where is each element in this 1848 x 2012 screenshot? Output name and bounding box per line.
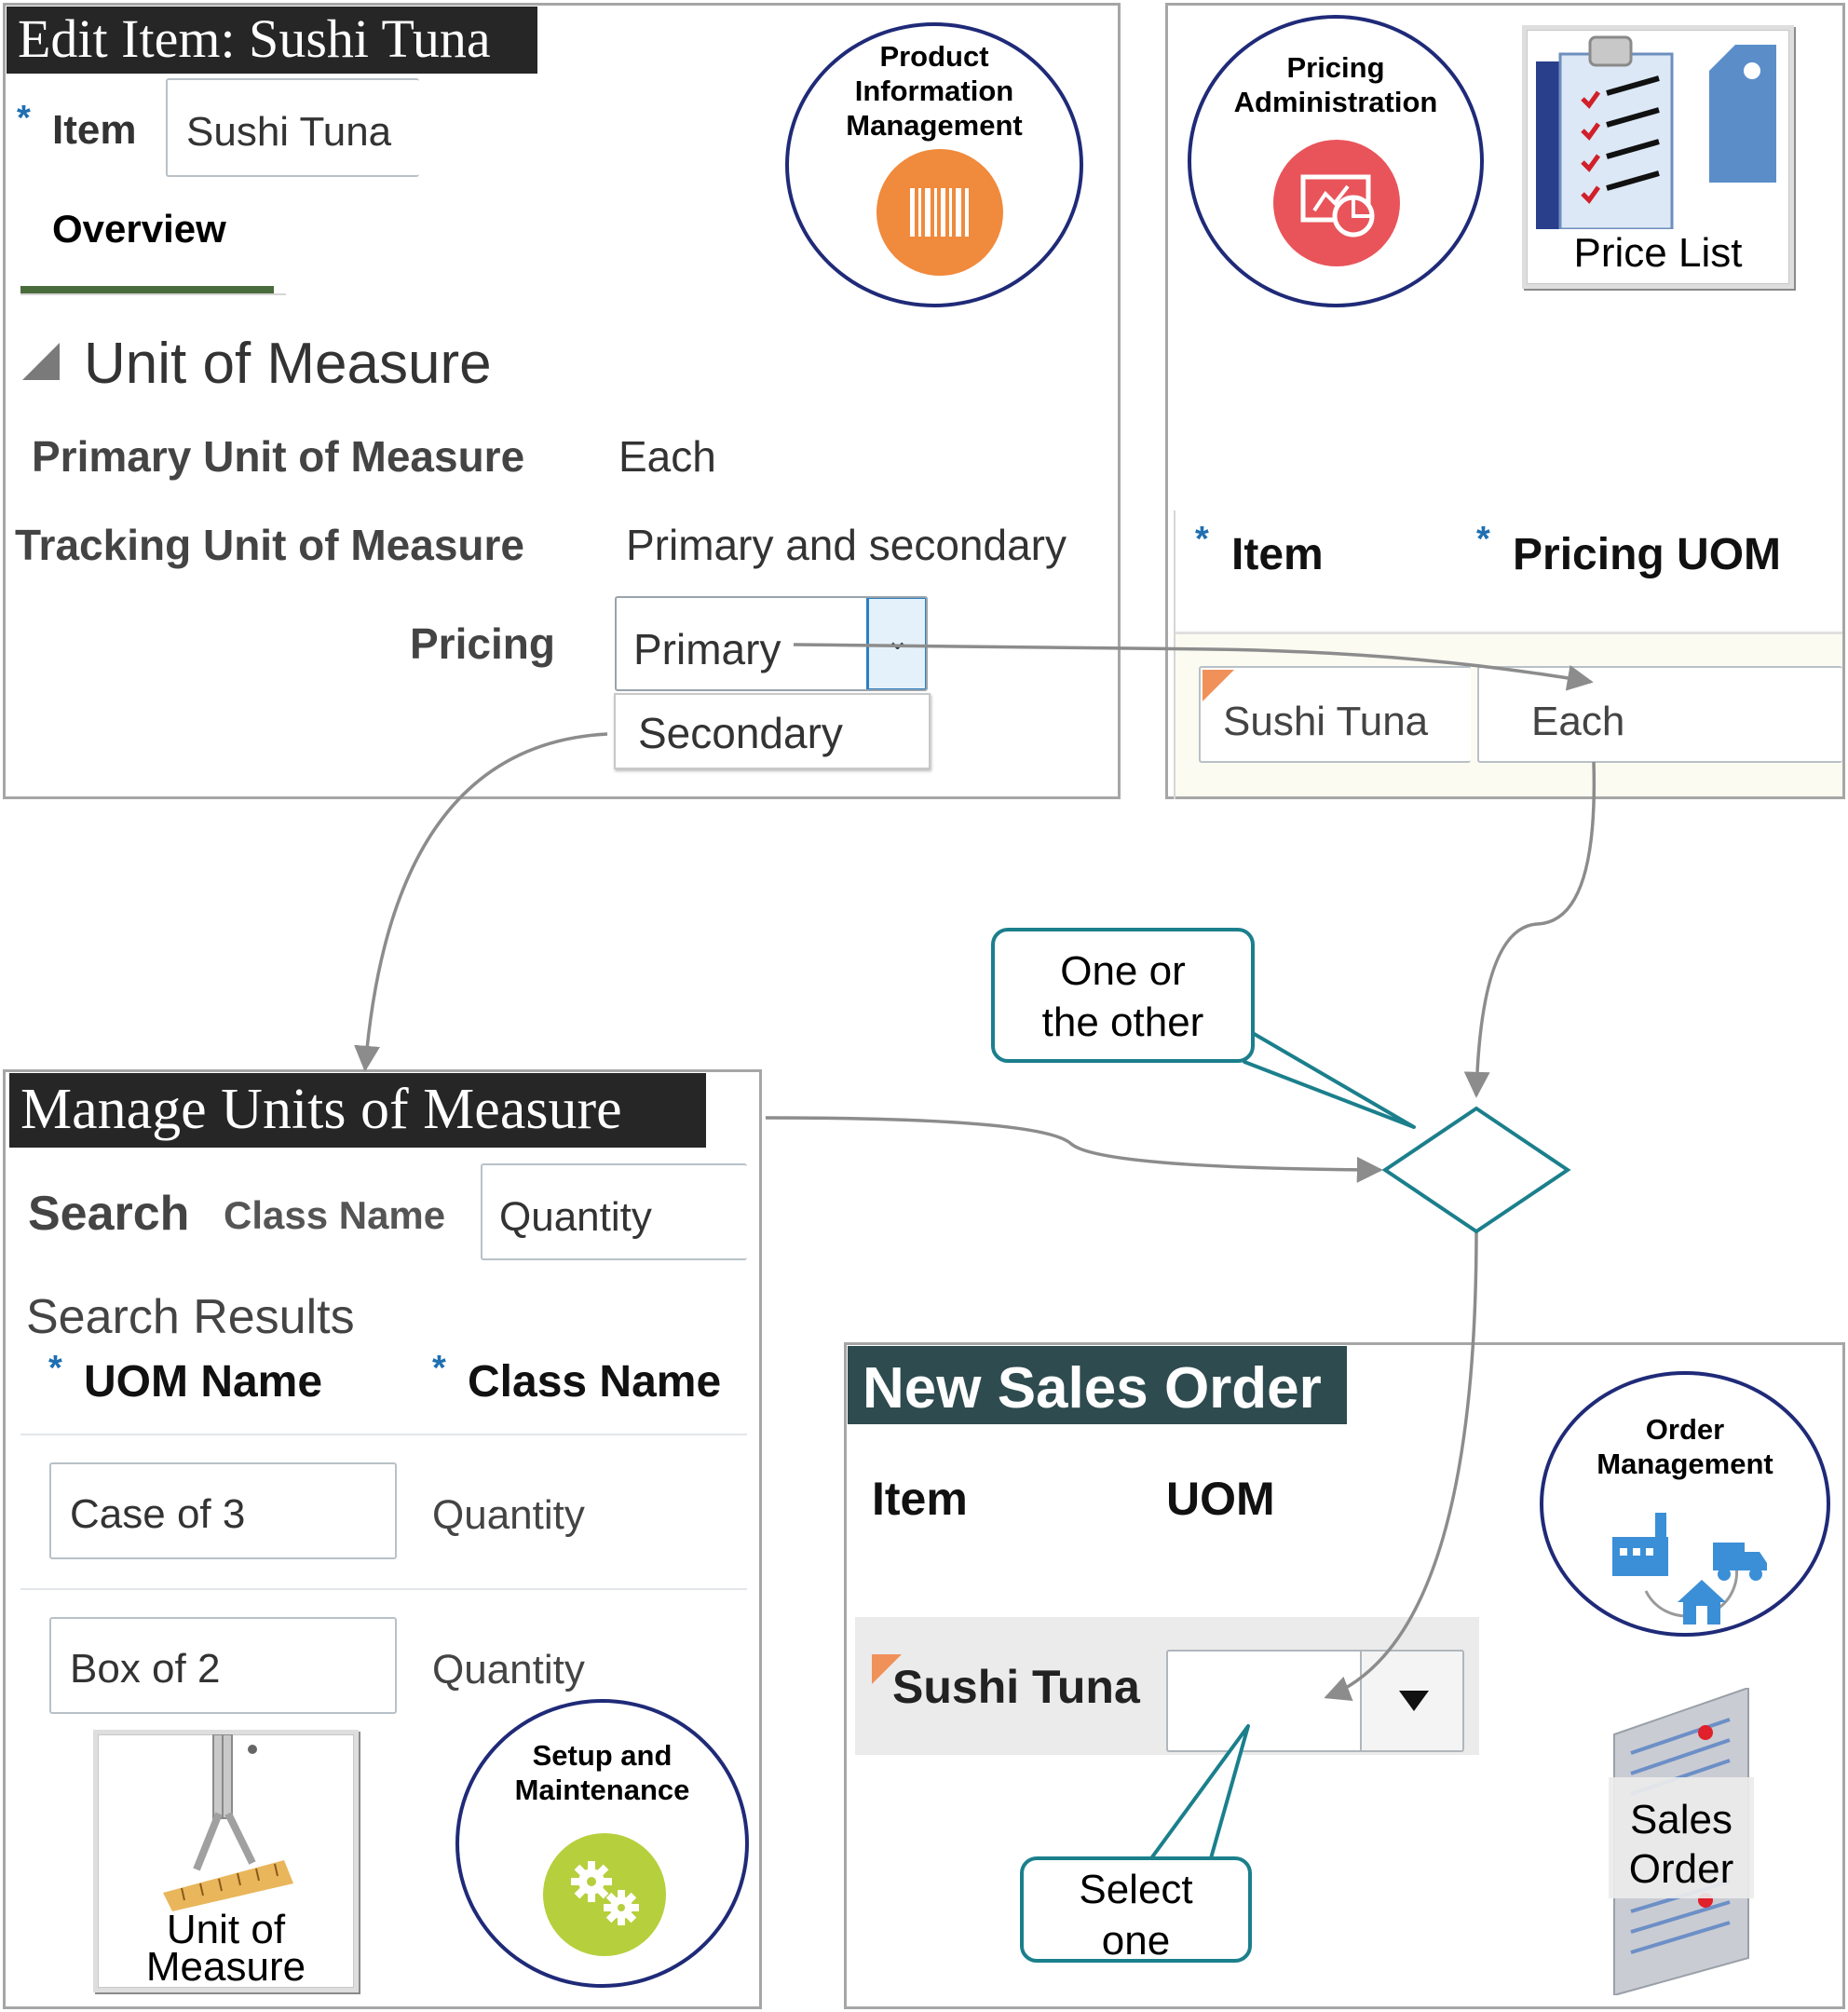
uom-row-2-name-field[interactable]: Box of 2 xyxy=(49,1617,397,1714)
pricing-dropdown-list: Secondary xyxy=(614,693,931,769)
uom-col-uom-name: UOM Name xyxy=(84,1357,323,1407)
order-col-uom: UOM xyxy=(1166,1473,1275,1525)
setup-maintenance-badge: Setup and Maintenance xyxy=(455,1699,749,1988)
pricing-admin-badge-title: Pricing Administration xyxy=(1233,51,1438,119)
uom-row-2-class: Quantity xyxy=(432,1647,585,1693)
pricing-label: Pricing xyxy=(410,619,555,668)
price-list-label: Price List xyxy=(1573,230,1743,276)
sales-order-label-bg xyxy=(1609,1777,1754,1898)
sales-order-tile[interactable]: Sales Order xyxy=(1609,1688,1754,1995)
uom-col-class-name: Class Name xyxy=(468,1357,722,1407)
pim-badge: Product Information Management xyxy=(785,22,1083,307)
item-label: Item xyxy=(52,107,137,153)
pricing-row-item-field[interactable]: Sushi Tuna xyxy=(1199,666,1471,763)
uom-row-divider xyxy=(20,1588,747,1590)
uom-section-title: Unit of Measure xyxy=(84,332,492,396)
uom-class-name-label: Class Name xyxy=(224,1193,446,1237)
sales-order-banner: New Sales Order xyxy=(848,1346,1347,1424)
order-management-badge-title: Order Management xyxy=(1597,1413,1773,1481)
search-results-title: Search Results xyxy=(26,1290,355,1344)
decision-callout-pointer xyxy=(1243,1030,1416,1129)
tracking-uom-label: Tracking Unit of Measure xyxy=(15,521,525,569)
pricing-chart-icon xyxy=(1273,140,1400,266)
unit-of-measure-label: Unit of Measure xyxy=(145,1907,306,1990)
triangle-down-icon xyxy=(1399,1691,1429,1711)
setup-maintenance-badge-title: Setup and Maintenance xyxy=(514,1739,690,1807)
unit-of-measure-tile[interactable]: Unit of Measure xyxy=(93,1730,359,1992)
class-name-required-star: * xyxy=(432,1349,446,1388)
arrow-uom-panel-to-decision xyxy=(765,1116,1383,1183)
arrow-decision-to-order-uom xyxy=(1324,1229,1478,1701)
caliper-ruler-icon xyxy=(163,1734,293,1911)
collapse-triangle-icon[interactable] xyxy=(22,343,60,380)
row-marker-flag-icon xyxy=(1203,670,1234,701)
pricing-col-item: Item xyxy=(1231,530,1324,579)
edit-item-banner: Edit Item: Sushi Tuna xyxy=(7,7,537,74)
uom-name-required-star: * xyxy=(48,1349,62,1388)
arrow-pricing-uom-to-decision xyxy=(1463,761,1597,1098)
pricing-header-divider xyxy=(1175,632,1842,634)
price-list-icon xyxy=(1536,35,1776,229)
tracking-uom-value: Primary and secondary xyxy=(626,521,1067,569)
uom-search-label: Search xyxy=(28,1187,190,1241)
order-uom-dropdown-button[interactable] xyxy=(1360,1652,1462,1750)
decision-callout: One or the other xyxy=(991,928,1255,1063)
item-field[interactable]: Sushi Tuna xyxy=(166,78,419,177)
tab-underline-track xyxy=(20,293,286,295)
order-row-flag-icon xyxy=(872,1654,902,1684)
pricing-option-secondary[interactable]: Secondary xyxy=(638,709,843,757)
order-row-item: Sushi Tuna xyxy=(892,1664,1140,1710)
pricing-select-value: Primary xyxy=(633,625,781,673)
sales-order-label: Sales Order xyxy=(1628,1797,1734,1892)
tab-overview[interactable]: Overview xyxy=(52,207,226,251)
price-list-tile[interactable]: Price List xyxy=(1522,25,1794,289)
uom-header-divider xyxy=(20,1434,747,1435)
pim-badge-title: Product Information Management xyxy=(846,40,1023,143)
logistics-icon xyxy=(1612,1513,1767,1625)
select-callout-pointer xyxy=(1149,1724,1250,1860)
select-callout: Select one xyxy=(1020,1856,1252,1964)
pricing-table-left-edge xyxy=(1174,510,1175,799)
order-col-item: Item xyxy=(872,1473,968,1525)
uom-row-1-class: Quantity xyxy=(432,1492,585,1538)
primary-uom-label: Primary Unit of Measure xyxy=(32,432,525,481)
uom-row-1-name-field[interactable]: Case of 3 xyxy=(49,1462,397,1559)
pricing-admin-badge: Pricing Administration xyxy=(1188,15,1484,307)
gears-icon xyxy=(543,1833,666,1956)
pricing-row-uom-field[interactable]: Each xyxy=(1477,666,1842,763)
barcode-icon xyxy=(876,149,1003,276)
primary-uom-value: Each xyxy=(618,432,716,481)
chevron-down-icon: ⌄ xyxy=(886,625,910,656)
arrow-pricing-primary-to-pricing-uom xyxy=(793,643,1594,691)
pricing-select[interactable]: Primary ⌄ xyxy=(615,596,928,691)
order-management-badge: Order Management xyxy=(1540,1371,1830,1637)
pricing-item-required-star: * xyxy=(1195,520,1209,559)
item-required-star: * xyxy=(17,99,31,138)
pricing-uom-required-star: * xyxy=(1476,520,1490,559)
order-uom-select[interactable] xyxy=(1166,1650,1464,1752)
arrow-secondary-to-uom-panel xyxy=(354,732,608,1072)
tab-overview-underline xyxy=(20,286,274,293)
pricing-dropdown-button[interactable]: ⌄ xyxy=(866,598,926,689)
uom-class-name-field[interactable]: Quantity xyxy=(481,1163,747,1260)
decision-diamond xyxy=(1381,1106,1571,1234)
uom-banner: Manage Units of Measure xyxy=(9,1073,706,1148)
pricing-col-uom: Pricing UOM xyxy=(1513,530,1782,579)
